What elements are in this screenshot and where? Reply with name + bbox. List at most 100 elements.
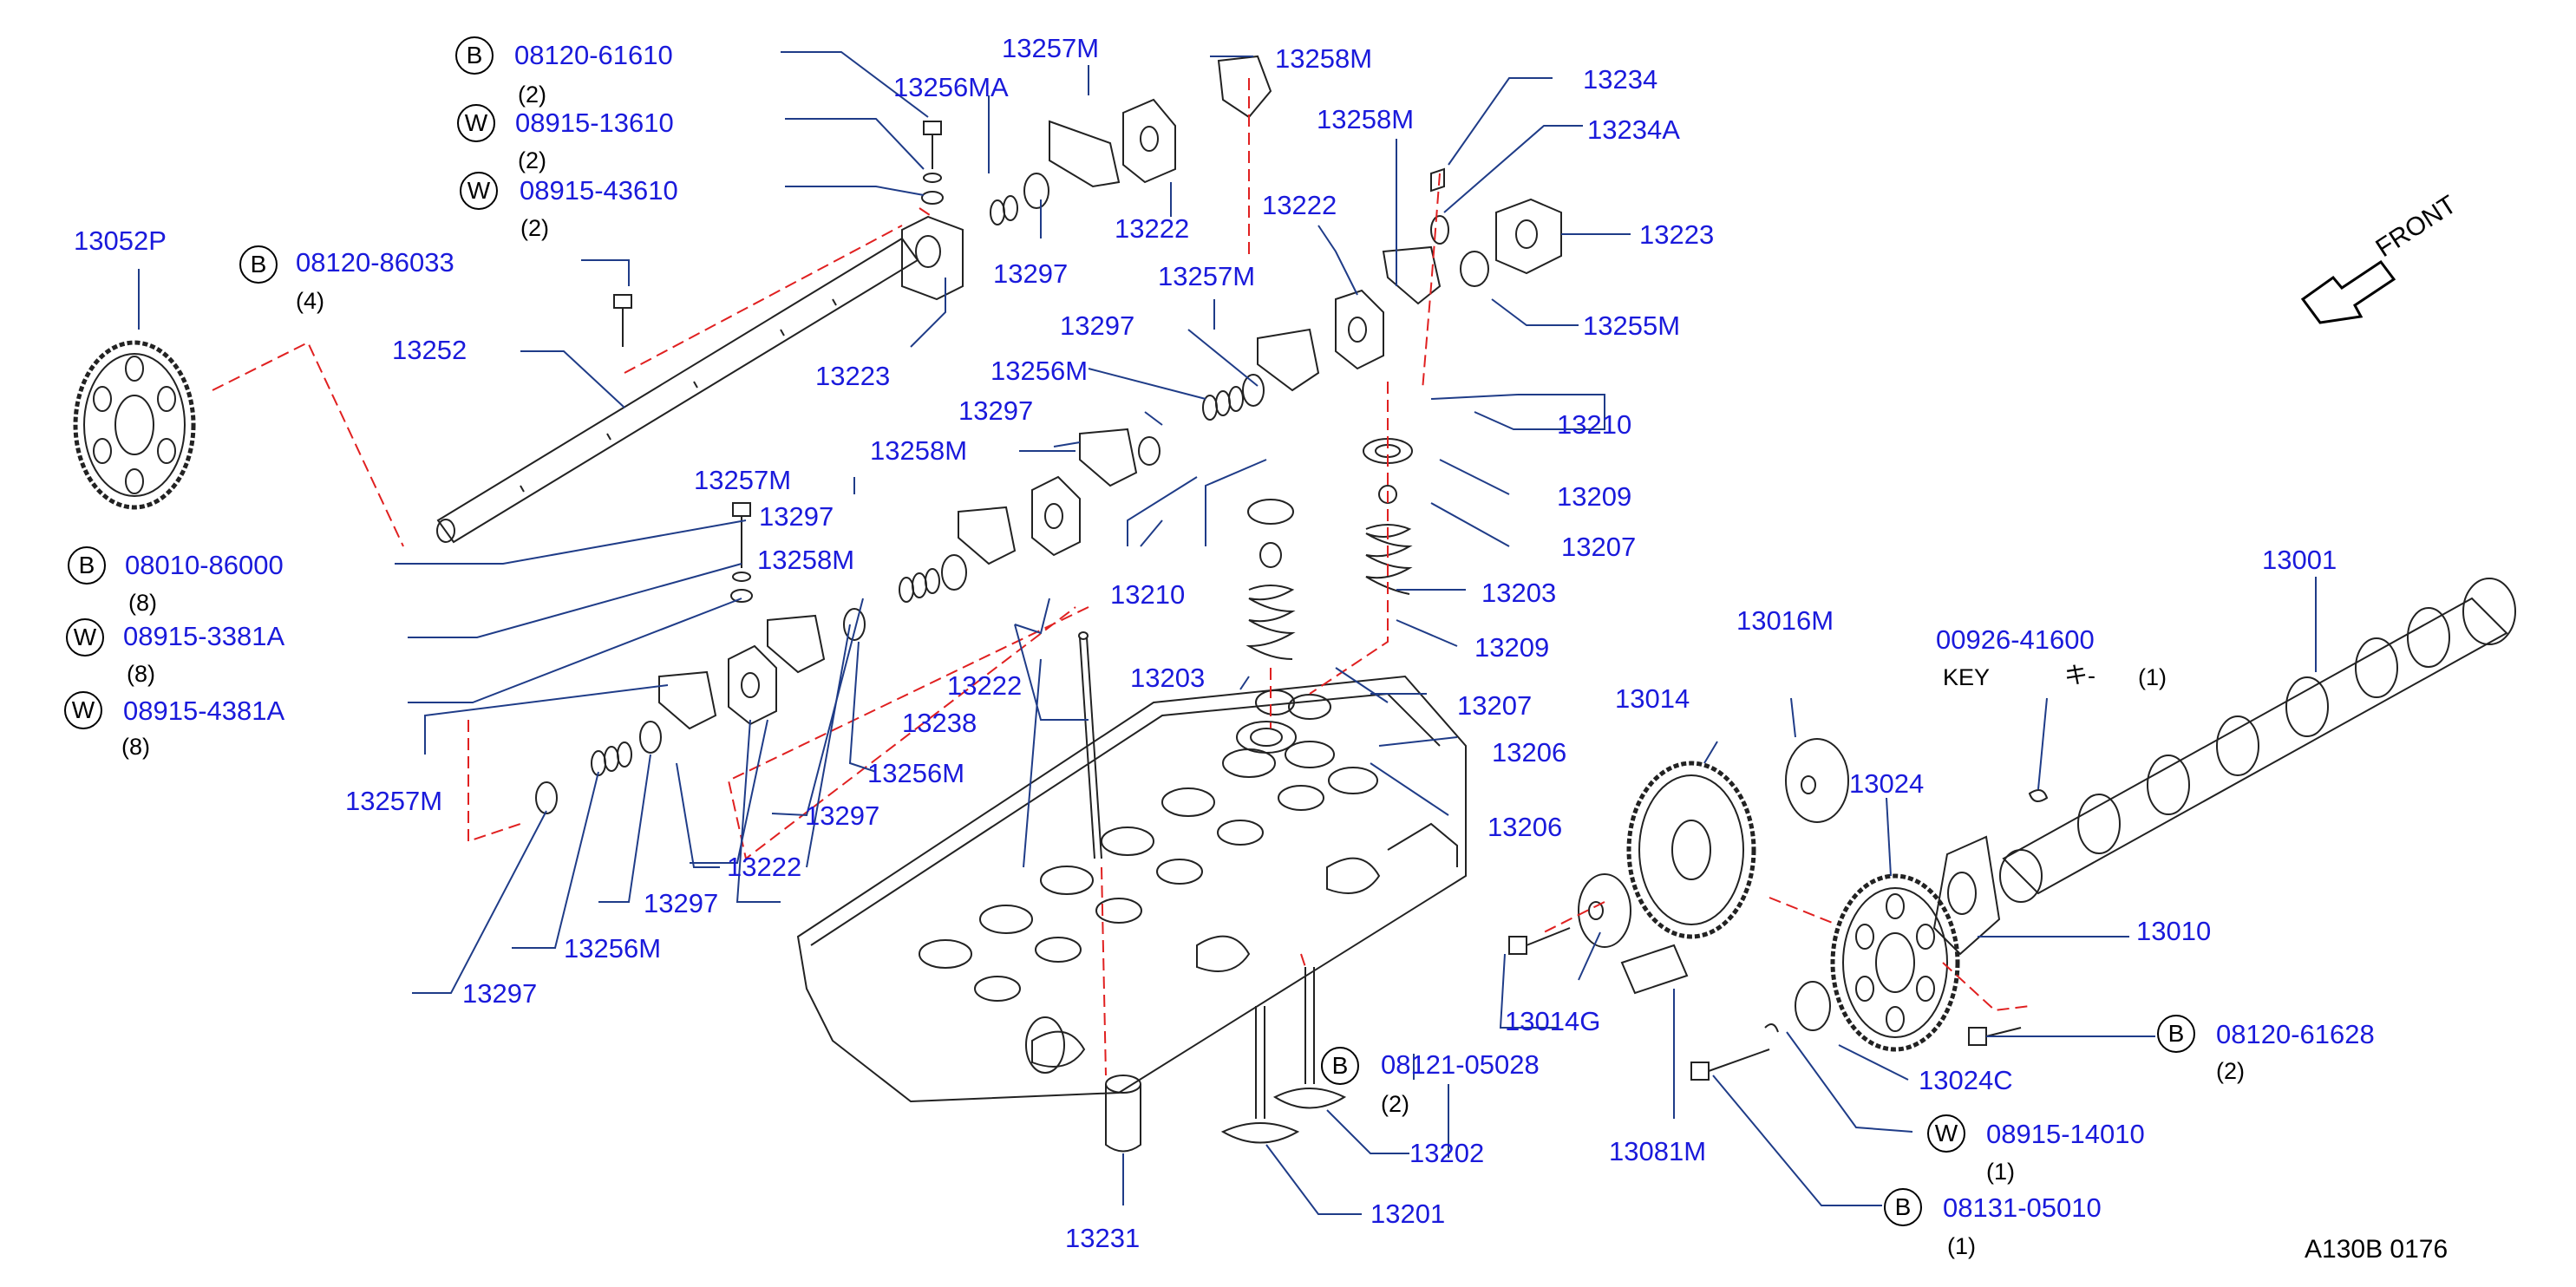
fastener-quantity: (2): [520, 215, 549, 241]
part-13257M[interactable]: 13257M: [1002, 33, 1100, 63]
part-13231[interactable]: 13231: [1065, 1223, 1141, 1253]
bolt-badge-icon: B: [68, 546, 106, 585]
fastener-08915-14010[interactable]: 08915-14010: [1986, 1119, 2145, 1149]
part-13252[interactable]: 13252: [392, 335, 467, 365]
fastener-08010-86000[interactable]: 08010-86000: [125, 550, 284, 580]
part-00926-41600[interactable]: 00926-41600: [1936, 624, 2095, 655]
part-13223[interactable]: 13223: [815, 361, 891, 391]
bolts-lower: [1508, 927, 2022, 1081]
part-13258M[interactable]: 13258M: [1275, 43, 1373, 74]
part-13258M[interactable]: 13258M: [757, 545, 855, 575]
alignment-lines: [212, 78, 2030, 1076]
fastener-08915-13610[interactable]: 08915-13610: [515, 108, 674, 138]
part-13210[interactable]: 13210: [1557, 409, 1632, 440]
part-13257M[interactable]: 13257M: [345, 786, 443, 816]
part-13081M[interactable]: 13081M: [1609, 1136, 1707, 1166]
fastener-08120-86033[interactable]: 08120-86033: [296, 247, 454, 278]
fastener-quantity: (1): [1986, 1159, 2015, 1185]
part-13014[interactable]: 13014: [1615, 683, 1690, 714]
fastener-08915-4381A[interactable]: 08915-4381A: [123, 696, 285, 726]
fastener-quantity: (2): [518, 82, 546, 108]
fastener-08915-3381A[interactable]: 08915-3381A: [123, 621, 285, 651]
fastener-quantity: (2): [1381, 1091, 1409, 1117]
cam-gear-13024: [1830, 873, 1960, 1052]
part-13206[interactable]: 13206: [1492, 737, 1567, 768]
part-13297[interactable]: 13297: [993, 258, 1069, 289]
part-13222[interactable]: 13222: [1115, 213, 1190, 244]
valve-guide-13231: [1105, 1075, 1141, 1153]
part-13201[interactable]: 13201: [1370, 1199, 1446, 1229]
fastener-08915-43610[interactable]: 08915-43610: [520, 175, 678, 206]
part-13257M[interactable]: 13257M: [694, 465, 792, 495]
part-13256M[interactable]: 13256M: [867, 758, 965, 788]
part-13001[interactable]: 13001: [2262, 545, 2337, 575]
part-13052P[interactable]: 13052P: [74, 225, 167, 256]
fastener-08120-61610[interactable]: 08120-61610: [514, 40, 673, 70]
part-13024C[interactable]: 13024C: [1919, 1065, 2013, 1095]
part-13222[interactable]: 13222: [947, 670, 1023, 701]
part-13256M[interactable]: 13256M: [564, 933, 662, 964]
part-13297[interactable]: 13297: [462, 978, 538, 1009]
bolt-badge-icon: B: [239, 245, 278, 284]
part-13209[interactable]: 13209: [1557, 481, 1632, 512]
part-13258M[interactable]: 13258M: [870, 435, 968, 466]
washer-badge-icon: W: [460, 172, 498, 210]
idler-pin-13081M: [1620, 944, 1689, 995]
part-13297[interactable]: 13297: [805, 800, 880, 831]
part-13255M[interactable]: 13255M: [1583, 310, 1681, 341]
camshaft-13001: [1999, 578, 2516, 903]
fastener-quantity: (2): [2216, 1058, 2245, 1084]
fastener-quantity: (8): [128, 590, 157, 616]
part-13234[interactable]: 13234: [1583, 64, 1658, 95]
cam-thrust-plate-13016M: [1785, 738, 1849, 823]
part-13256M[interactable]: 13256M: [991, 356, 1089, 386]
part-13223[interactable]: 13223: [1639, 219, 1715, 250]
part-13203[interactable]: 13203: [1130, 663, 1206, 693]
part-13297[interactable]: 13297: [759, 501, 834, 532]
bolt-badge-icon: B: [1884, 1188, 1922, 1226]
part-13238[interactable]: 13238: [902, 708, 977, 738]
fastener-quantity: (2): [518, 147, 546, 173]
part-13203[interactable]: 13203: [1481, 578, 1557, 608]
part-13016M[interactable]: 13016M: [1736, 605, 1834, 636]
washer-badge-icon: W: [457, 104, 495, 142]
leader-lines: [138, 51, 2317, 1215]
part-13207[interactable]: 13207: [1561, 532, 1637, 562]
bolts-top: [613, 121, 944, 603]
idler-gear-13014: [1626, 761, 1756, 939]
bolt-badge-icon: B: [2157, 1015, 2195, 1053]
part-13297[interactable]: 13297: [1060, 310, 1135, 341]
part-13258M[interactable]: 13258M: [1317, 104, 1415, 134]
part-13256MA[interactable]: 13256MA: [893, 72, 1009, 102]
part-13257M[interactable]: 13257M: [1158, 261, 1256, 291]
fastener-08131-05010[interactable]: 08131-05010: [1943, 1192, 2102, 1223]
part-13222[interactable]: 13222: [727, 852, 802, 882]
fastener-08121-05028[interactable]: 08121-05028: [1381, 1049, 1540, 1080]
drawing-reference-code: A130B 0176: [2305, 1235, 2449, 1264]
cam-gear-13052P: [73, 340, 196, 510]
part-13297[interactable]: 13297: [644, 888, 719, 918]
rocker-arm-group-upper: [990, 55, 1272, 225]
part-13202[interactable]: 13202: [1409, 1138, 1485, 1168]
part-13297[interactable]: 13297: [958, 395, 1034, 426]
part-13209[interactable]: 13209: [1474, 632, 1550, 663]
key-quantity: (1): [2138, 664, 2167, 690]
valve-springs-center: [1236, 499, 1331, 754]
part-13207[interactable]: 13207: [1457, 690, 1533, 721]
woodruff-key: [2028, 789, 2049, 802]
key-jp-label: キ-: [2064, 663, 2095, 689]
part-13210[interactable]: 13210: [1110, 579, 1186, 610]
rocker-support-13223-right: [1495, 198, 1562, 275]
part-13010[interactable]: 13010: [2136, 916, 2212, 946]
part-13014G[interactable]: 13014G: [1505, 1006, 1601, 1036]
idler-shaft-13014G: [1578, 873, 1631, 948]
part-13206[interactable]: 13206: [1487, 812, 1563, 842]
part-13222[interactable]: 13222: [1262, 190, 1337, 220]
part-13024[interactable]: 13024: [1849, 768, 1925, 799]
valves-13201-13202: [1220, 967, 1347, 1144]
washer-badge-icon: W: [66, 618, 104, 657]
part-13234A[interactable]: 13234A: [1587, 114, 1680, 145]
fastener-08120-61628[interactable]: 08120-61628: [2216, 1019, 2375, 1049]
key-label: KEY: [1943, 664, 1991, 690]
